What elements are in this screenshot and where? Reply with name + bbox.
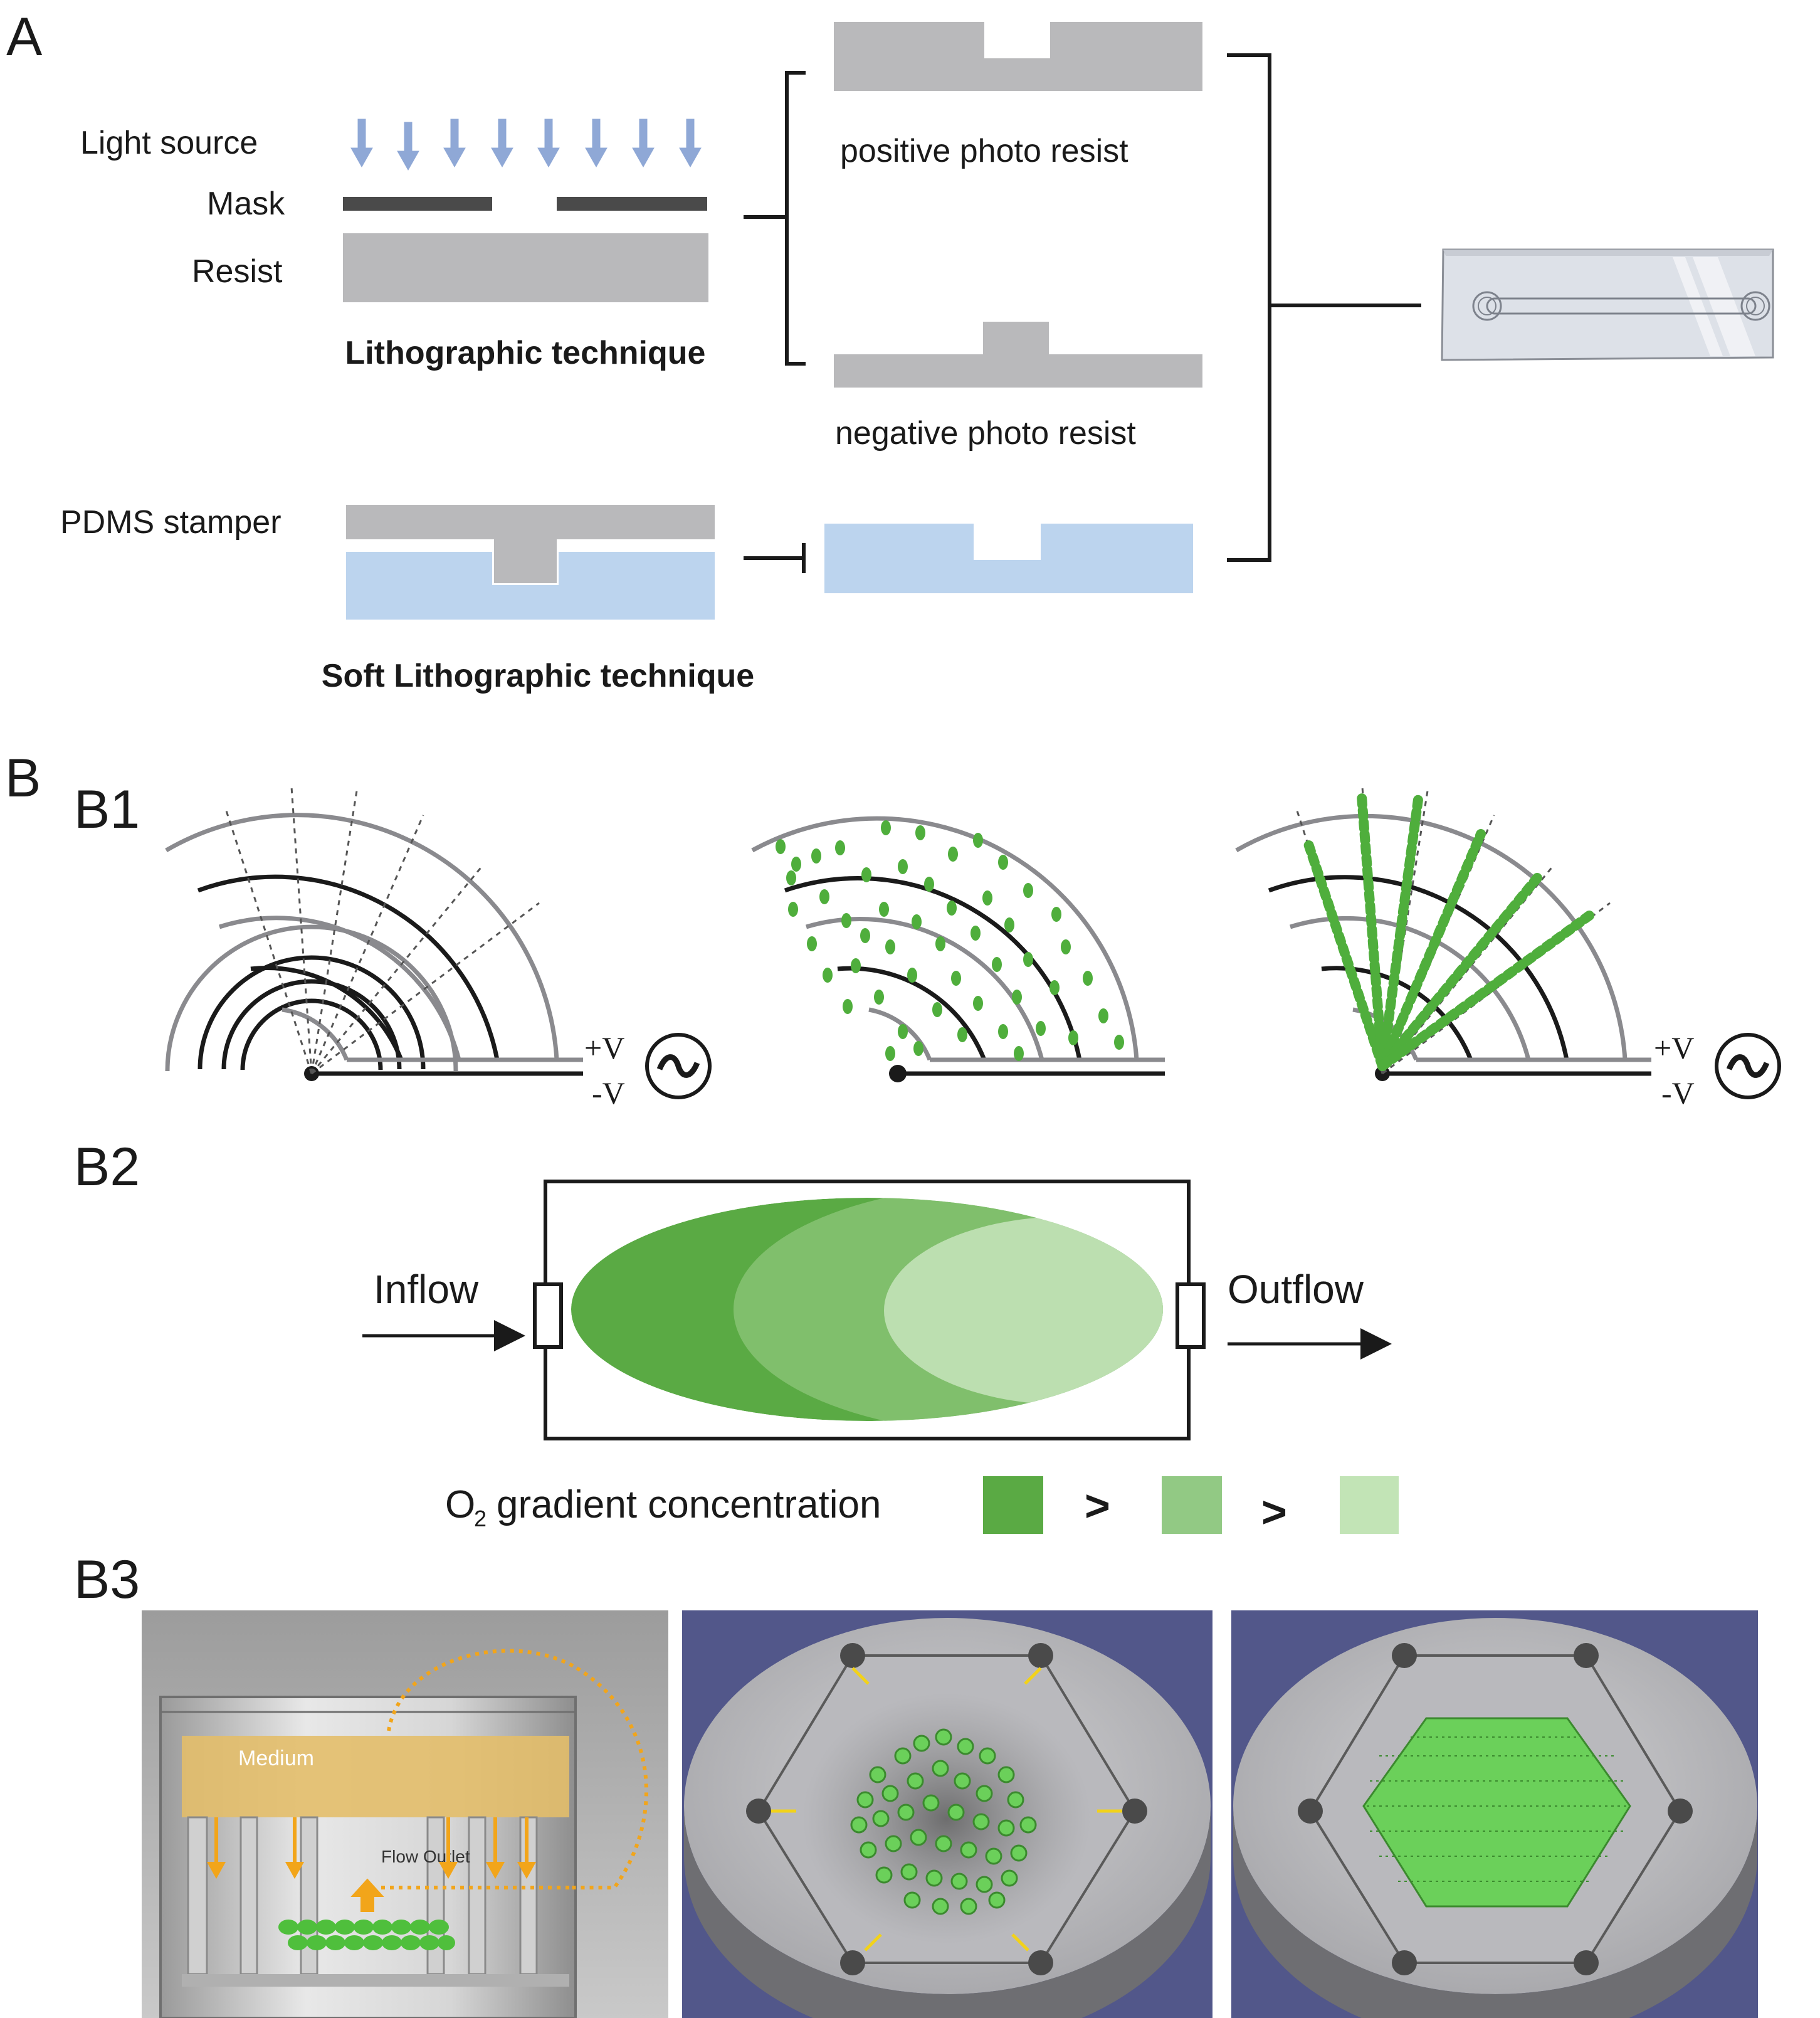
pdms-stamper-shape [346, 505, 715, 583]
cell-layer [278, 1920, 455, 1950]
output-bracket [1227, 53, 1271, 562]
mask-label: Mask [207, 186, 285, 222]
soft-lithographic-title: Soft Lithographic technique [322, 658, 754, 694]
recirculation-path [381, 1649, 648, 1889]
light-arrow-icon [443, 119, 466, 168]
light-arrow-icon [632, 119, 655, 168]
panel-a: A Light source Mask Resist Lithographic … [6, 7, 1774, 694]
plus-v-label-2: +V [1654, 1030, 1694, 1065]
mask-bar-right [557, 197, 707, 211]
hex-chamber-branched [682, 1610, 1212, 2018]
resist-label: Resist [192, 253, 283, 290]
light-source-arrows [350, 119, 702, 171]
minus-v-label-1: -V [592, 1075, 625, 1111]
lithographic-title: Lithographic technique [345, 335, 706, 371]
litho-bracket [785, 71, 806, 366]
light-arrow-icon [350, 119, 373, 168]
legend-gt-1: > [1085, 1481, 1110, 1530]
outlet-port [1176, 1282, 1206, 1349]
electrode-ring [784, 876, 1082, 1060]
light-arrow-icon [537, 119, 560, 168]
negative-resist-label: negative photo resist [835, 415, 1136, 452]
electrode-ring [751, 816, 1139, 1060]
o2-legend-prefix: O [445, 1483, 475, 1526]
negative-resist-shape [834, 322, 1202, 388]
panel-a-label: A [6, 7, 43, 67]
inhibit-arrow [744, 543, 806, 573]
resist-block [343, 233, 708, 302]
b1-label: B1 [74, 779, 140, 840]
o2-legend-subscript: 2 [474, 1506, 487, 1531]
cells-aligned [1302, 791, 1594, 1071]
uniform-tissue-texture [1367, 1736, 1627, 1882]
light-arrow-icon [397, 122, 419, 171]
electrode-ring [197, 874, 500, 1060]
hex-chamber-uniform [1231, 1610, 1758, 2018]
positive-resist-shape [834, 22, 1202, 91]
plus-v-label-1: +V [584, 1030, 624, 1065]
inlet-port [533, 1282, 563, 1349]
gradient-chamber: Inflow Outflow [362, 1180, 1392, 1440]
b2-label: B2 [74, 1137, 140, 1197]
outflow-label: Outflow [1228, 1267, 1364, 1312]
medium-label: Medium [238, 1746, 314, 1770]
legend-swatch-mid [1162, 1476, 1222, 1534]
cells-scattered [776, 820, 1124, 1061]
ac-source-icon [645, 1033, 712, 1099]
pdms-mold-shape [824, 524, 1193, 593]
inflow-label: Inflow [374, 1267, 479, 1312]
b3-label: B3 [74, 1550, 140, 1610]
legend-swatch-high [983, 1476, 1043, 1534]
light-arrow-icon [491, 119, 513, 168]
inflow-arrows [771, 1667, 1122, 1952]
electrode-ring [1268, 875, 1569, 1060]
light-source-label: Light source [80, 125, 258, 161]
corner-posts [746, 1643, 1147, 1975]
electrode-ring [165, 813, 559, 1060]
light-arrow-icon [585, 119, 608, 168]
positive-resist-label: positive photo resist [840, 133, 1128, 169]
o2-legend-text: gradient concentration [497, 1483, 881, 1526]
ac-source-icon [1715, 1033, 1781, 1099]
light-arrow-icon [679, 119, 702, 168]
medium-reservoir [182, 1736, 569, 1817]
electrode-ring [1235, 813, 1628, 1060]
electrode-diagram-2 [751, 816, 1165, 1082]
field-lines [224, 786, 540, 1075]
mask-bar-left [343, 197, 492, 211]
branched-tissue [850, 1728, 1037, 1915]
electrode-diagram-3 [1235, 786, 1651, 1081]
microfluidic-chip-icon [1441, 248, 1774, 361]
bioreactor-illustration: Medium Flow Outlet [142, 1610, 668, 2018]
pdms-stamper-label: PDMS stamper [60, 504, 281, 541]
minus-v-label-2: -V [1661, 1075, 1695, 1111]
corner-posts [1298, 1643, 1693, 1975]
uniform-tissue [1362, 1717, 1631, 1908]
o2-legend: O 2 gradient concentration > > [445, 1476, 1399, 1536]
panel-b: B B1 B2 B3 [5, 748, 1781, 2018]
electrode-diagram-empty [165, 924, 458, 1072]
panel-b-label: B [5, 748, 41, 808]
pdms-substrate-shape [346, 552, 715, 620]
electrode-ring [837, 966, 987, 1061]
flow-arrows [206, 1817, 537, 1912]
legend-gt-2: > [1261, 1487, 1287, 1536]
electrode-diagram-1 [165, 786, 583, 1081]
legend-swatch-low [1340, 1476, 1399, 1534]
